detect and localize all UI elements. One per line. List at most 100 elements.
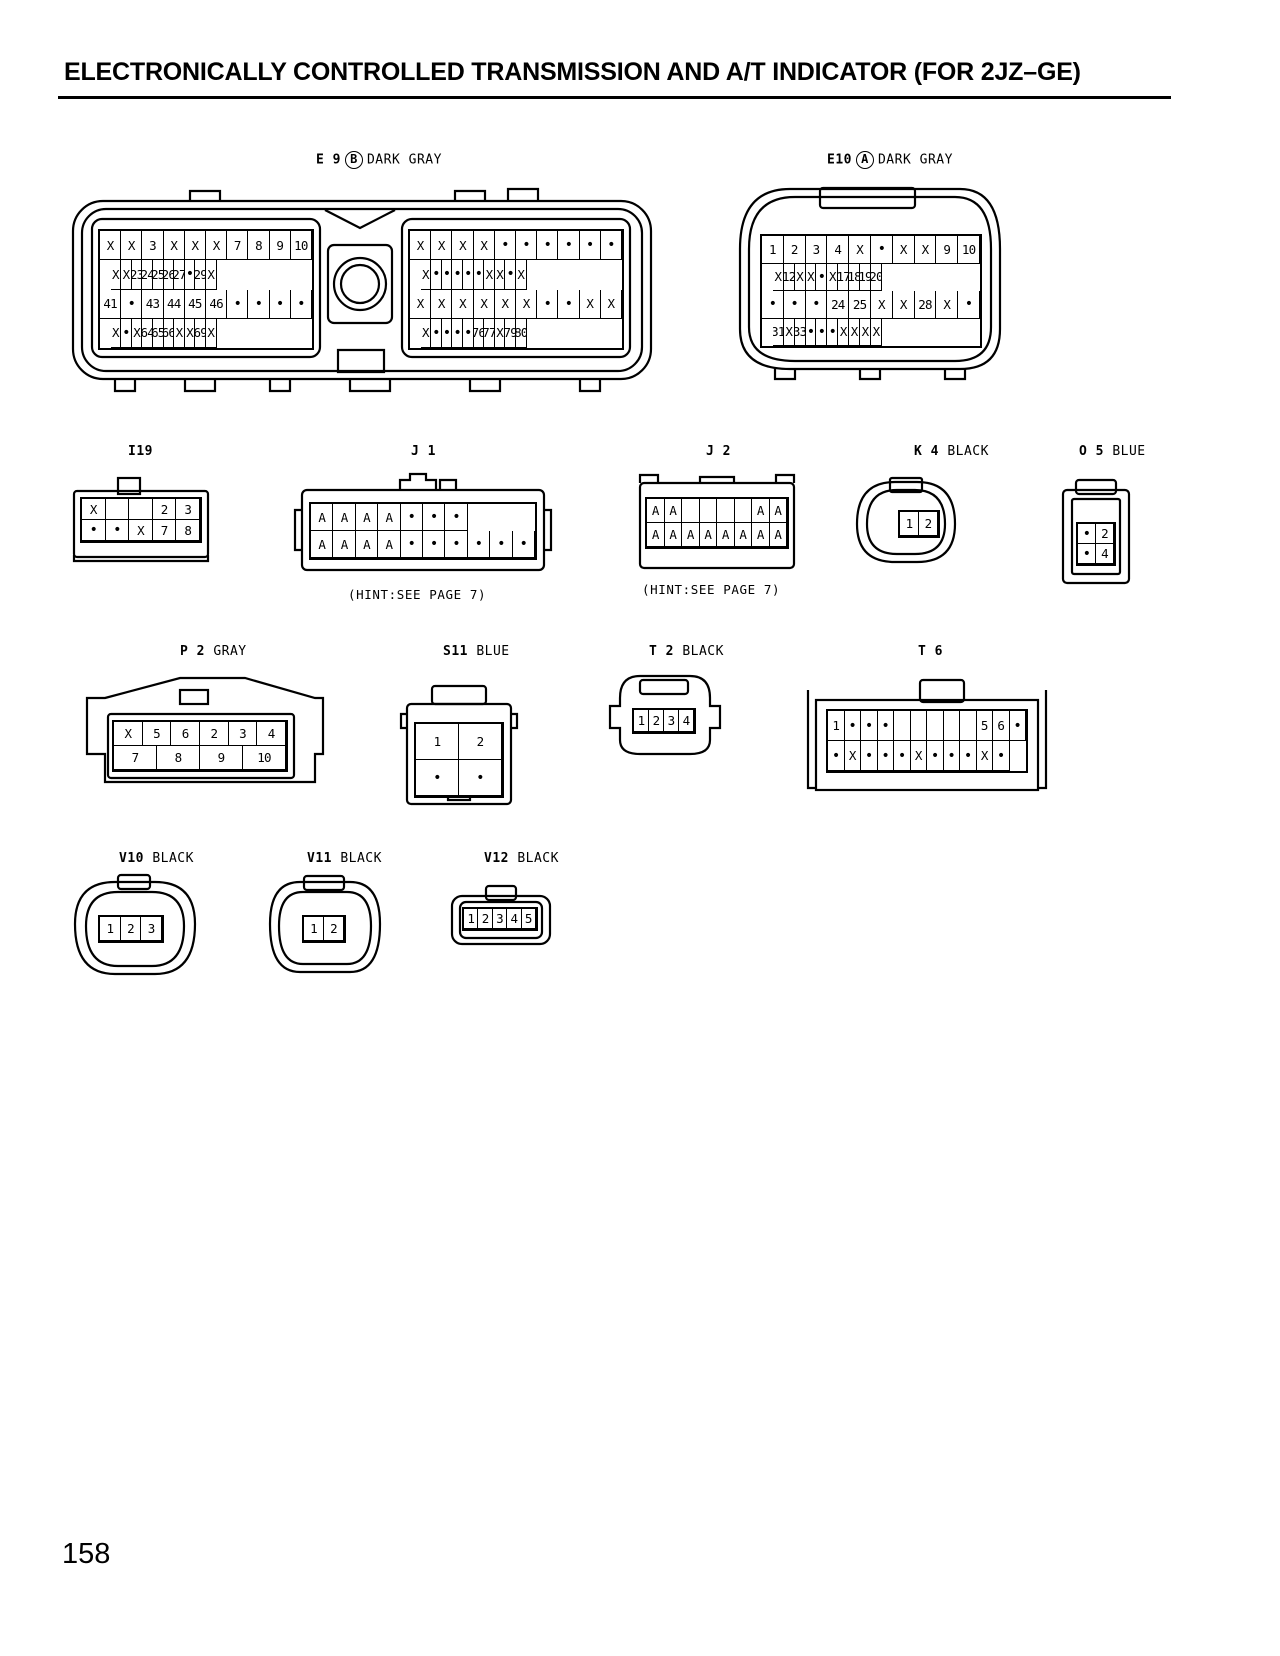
pin-cell: • (463, 318, 474, 348)
pin-cell: • (445, 504, 468, 531)
pin-cell: A (378, 531, 401, 558)
pin-cell: X (910, 741, 927, 771)
pin-cell: X (794, 263, 806, 291)
pin-cell: X (452, 289, 474, 319)
pin-cell: 9 (936, 236, 959, 264)
e9-right-pins: XXXX••••••X•••••XX•XXXXXXX••XXX••••7677X… (408, 229, 624, 350)
pin-cell: 2 (459, 724, 502, 760)
pin-cell: 7 (114, 746, 157, 770)
pin-cell: 24 (827, 291, 850, 319)
pin-cell: A (378, 504, 401, 531)
pin-cell: 80 (516, 318, 527, 348)
pin-cell: X (431, 231, 453, 261)
pin-cell: A (664, 499, 682, 523)
pin-cell: 3 (228, 722, 258, 746)
pin-cell: A (752, 523, 770, 547)
pin-cell: X (473, 289, 495, 319)
pin-cell: 8 (176, 520, 200, 541)
pin-cell: X (484, 260, 495, 290)
pin-cell: X (174, 318, 185, 348)
pin-cell: • (227, 289, 249, 319)
pin-cell: X (844, 741, 861, 771)
pin-cell: • (121, 318, 132, 348)
pin-cell: X (184, 318, 196, 348)
pin-cell: • (467, 531, 491, 558)
pin-cell: 33 (794, 318, 806, 346)
pin-cell: X (121, 260, 132, 290)
pin-cell: 2 (649, 710, 664, 732)
pin-cell: 77 (484, 318, 495, 348)
pin-cell: • (894, 741, 911, 771)
pin-cell: X (206, 318, 217, 348)
pin-cell: 3 (664, 710, 679, 732)
pin-cell: 4 (679, 710, 694, 732)
pin-cell: 2 (919, 512, 938, 536)
connector-code: S11 (443, 644, 468, 659)
connector-label-j1: J 1 (411, 444, 436, 459)
pin-cell: 64 (142, 318, 153, 348)
pin-cell: • (762, 291, 784, 319)
connector-label-t2: T 2 BLACK (649, 644, 724, 659)
page-title: ELECTRONICALLY CONTROLLED TRANSMISSION A… (64, 58, 1081, 86)
pin-cell: • (431, 318, 442, 348)
pin-cell: X (410, 231, 432, 261)
pin-cell (734, 499, 752, 523)
pin-cell: 9 (199, 746, 243, 770)
pin-cell: • (1078, 544, 1096, 564)
pin-cell (105, 499, 130, 520)
pin-cell (943, 711, 960, 741)
pin-cell: • (516, 231, 538, 261)
pin-cell: • (400, 531, 423, 558)
pin-cell: 5 (521, 909, 536, 929)
pin-cell: A (664, 523, 682, 547)
pin-cell: 1 (304, 917, 324, 941)
pin-cell: X (114, 722, 143, 746)
pin-cell: 69 (195, 318, 206, 348)
pin-cell: X (494, 260, 506, 290)
connector-label-o5: O 5 BLUE (1079, 444, 1146, 459)
pin-cell: • (290, 289, 312, 319)
pin-cell: A (734, 523, 752, 547)
connector-code: P 2 (180, 644, 205, 659)
pin-cell: 10 (958, 236, 980, 264)
pin-cell: • (805, 318, 817, 346)
pin-cell: X (82, 499, 106, 520)
connector-code: T 2 (649, 644, 674, 659)
pin-cell: 3 (176, 499, 200, 520)
pin-cell: • (445, 531, 468, 558)
pin-cell: X (110, 318, 122, 348)
pin-cell: 3 (141, 917, 162, 941)
pin-cell: 4 (507, 909, 522, 929)
pin-cell: 25 (849, 291, 871, 319)
pin-cell: 5 (142, 722, 172, 746)
connector-color: BLACK (682, 644, 724, 659)
pin-cell: • (82, 520, 106, 541)
pin-cell: • (431, 260, 442, 290)
pin-cell: • (452, 318, 463, 348)
e10-pins: 1234X•XX910X12XX•X17181920•••2425XX28X•3… (760, 234, 982, 348)
pin-cell: • (827, 318, 839, 346)
pin-cell: X (516, 260, 527, 290)
pin-cell: 3 (492, 909, 508, 929)
connector-label-i19: I19 (128, 444, 153, 459)
pin-cell: X (131, 318, 143, 348)
connector-color: BLACK (340, 851, 382, 866)
pin-cell (927, 711, 944, 741)
v11-body (268, 874, 382, 974)
connector-label-s11: S11 BLUE (443, 644, 510, 659)
connector-label-v12: V12 BLACK (484, 851, 559, 866)
pin-cell: 24 (142, 260, 153, 290)
o5-pins: •2•4 (1076, 522, 1116, 566)
pin-cell: • (927, 741, 944, 771)
pin-cell: X (516, 289, 538, 319)
pin-cell: • (558, 289, 580, 319)
pin-cell: X (783, 318, 795, 346)
pin-cell: X (805, 263, 817, 291)
pin-cell: A (333, 504, 356, 531)
pin-cell: • (877, 741, 894, 771)
